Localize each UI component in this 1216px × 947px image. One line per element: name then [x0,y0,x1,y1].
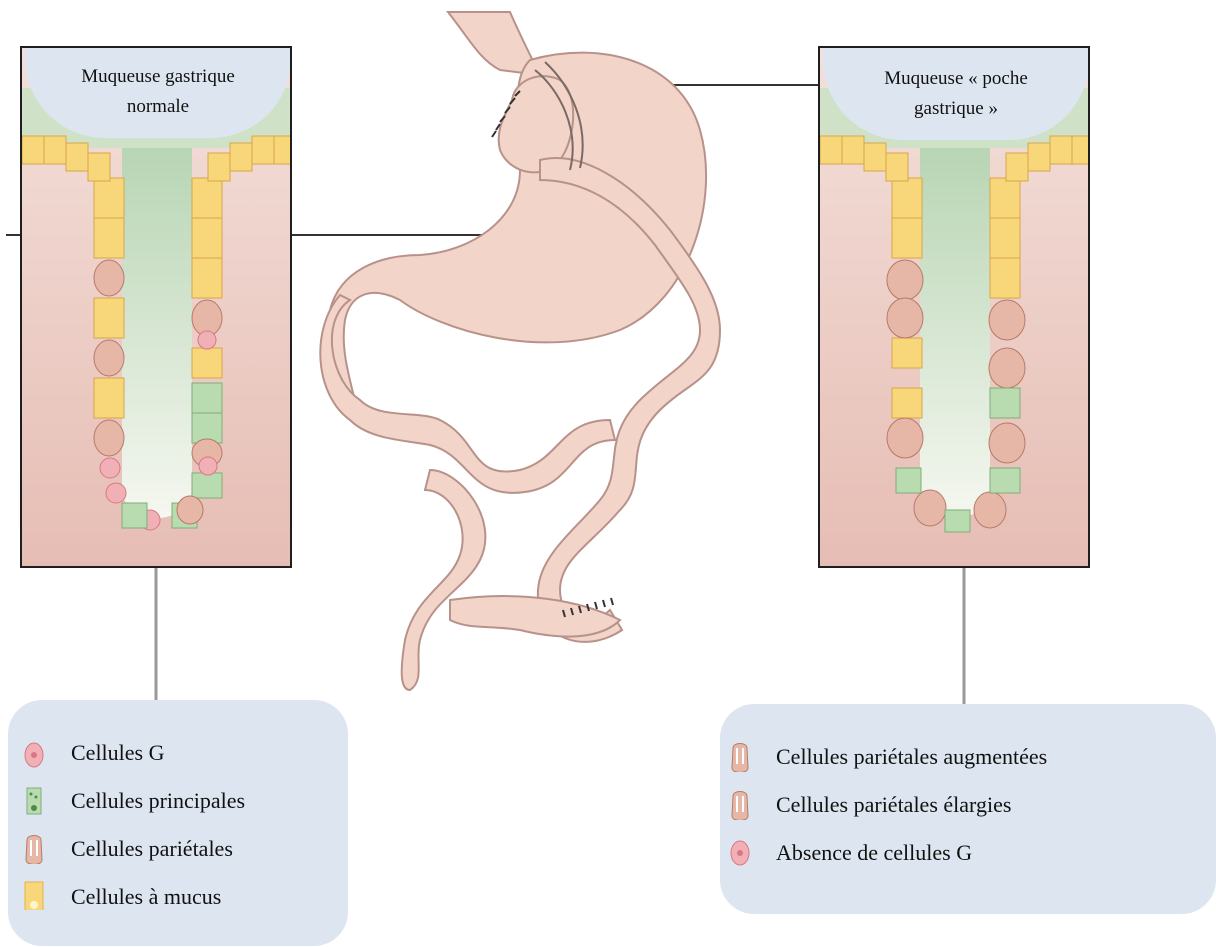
parietal-cell-icon [22,834,46,864]
legend-normal-cells: Cellules G Cellules principales Cellules… [8,700,348,946]
parietal-cell-icon [728,742,752,772]
normal-mucosa-title: Muqueuse gastrique normale [25,48,291,138]
legend-pouch-cells: Cellules pariétales augmentées Cellules … [720,704,1216,914]
gland-left-parietal [94,260,124,456]
pouch-mucosa-panel: Muqueuse « poche gastrique » [818,46,1090,568]
normal-mucosa-panel: Muqueuse gastrique normale [20,46,292,568]
jejunum-loop [402,470,486,690]
mucus-cell-icon [22,880,46,910]
g-cell-icon [728,838,752,868]
chief-cell-icon [22,786,46,816]
gland-left-wall [94,178,124,418]
parietal-cell-icon [728,790,752,820]
stomach-illustration [320,12,720,690]
g-cell-icon [22,740,46,770]
pouch-mucosa-title: Muqueuse « poche gastrique » [823,48,1089,140]
